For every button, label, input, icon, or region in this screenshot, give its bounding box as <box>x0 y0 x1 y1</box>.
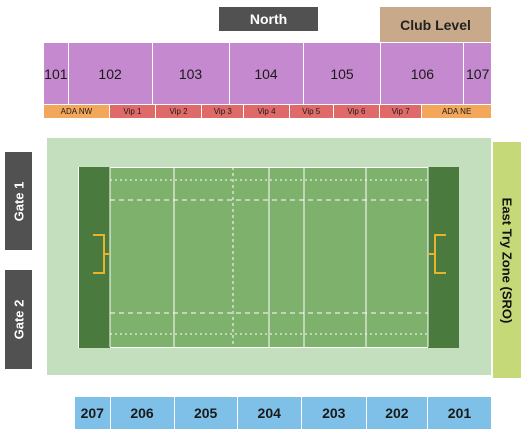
west-goal-posts <box>93 234 105 274</box>
suite-vip-1[interactable]: Vip 1 <box>109 105 156 118</box>
suite-vip-2[interactable]: Vip 2 <box>155 105 203 118</box>
section-203[interactable]: 203 <box>301 397 367 429</box>
north-label: North <box>219 7 318 31</box>
east-end-zone <box>428 167 459 348</box>
section-102[interactable]: 102 <box>68 43 153 104</box>
section-202[interactable]: 202 <box>366 397 428 429</box>
suite-vip-7[interactable]: Vip 7 <box>379 105 423 118</box>
section-206[interactable]: 206 <box>110 397 175 429</box>
section-106[interactable]: 106 <box>381 43 465 104</box>
suite-ada-nw[interactable]: ADA NW <box>44 105 110 118</box>
section-204[interactable]: 204 <box>237 397 302 429</box>
gate-2[interactable]: Gate 2 <box>5 270 32 369</box>
section-105[interactable]: 105 <box>303 43 382 104</box>
section-207[interactable]: 207 <box>75 397 111 429</box>
east-try-zone-label: East Try Zone (SRO) <box>499 197 515 323</box>
suite-ada-ne[interactable]: ADA NE <box>422 105 491 118</box>
suite-vip-6[interactable]: Vip 6 <box>333 105 380 118</box>
section-107[interactable]: 107 <box>464 43 491 104</box>
section-205[interactable]: 205 <box>174 397 238 429</box>
suite-vip-4[interactable]: Vip 4 <box>244 105 290 118</box>
section-103[interactable]: 103 <box>152 43 230 104</box>
section-101[interactable]: 101 <box>44 43 69 104</box>
east-goal-posts <box>434 234 446 274</box>
suite-vip-3[interactable]: Vip 3 <box>202 105 245 118</box>
gate-1[interactable]: Gate 1 <box>5 152 32 250</box>
east-try-zone-sro[interactable]: East Try Zone (SRO) <box>493 142 521 378</box>
section-201[interactable]: 201 <box>427 397 492 429</box>
club-level-section[interactable]: Club Level <box>380 7 491 42</box>
suite-vip-5[interactable]: Vip 5 <box>289 105 334 118</box>
section-104[interactable]: 104 <box>229 43 304 104</box>
